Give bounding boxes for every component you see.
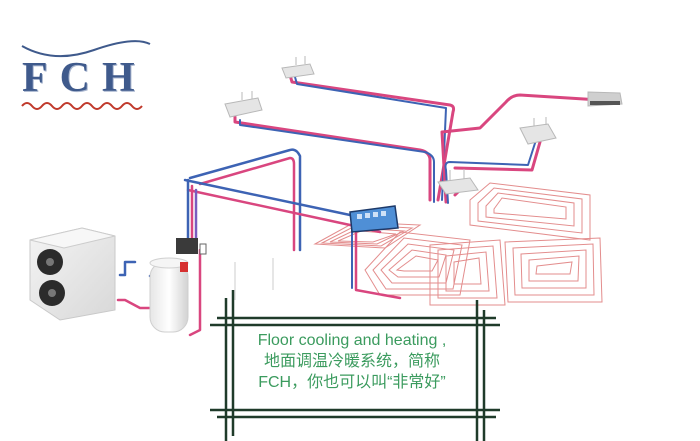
fan-coil-units: [224, 56, 623, 195]
water-tank: [149, 257, 189, 333]
loop-bottom-middle: [429, 239, 506, 306]
logo-text: FCH: [22, 55, 147, 101]
fan-coil-unit-4: [437, 169, 479, 195]
fan-coil-unit-5: [587, 91, 623, 107]
loop-top-right: [469, 182, 591, 241]
loop-bottom-right: [504, 237, 603, 303]
caption-line-chinese-1: 地面调温冷暖系统，简称: [263, 353, 440, 370]
fan-coil-unit-2: [281, 56, 315, 79]
fan-coil-unit-3: [519, 117, 557, 145]
caption-line-english: Floor cooling and heating ,: [257, 332, 447, 349]
fan-coil-unit-1: [224, 91, 263, 118]
heat-pump-unit: [29, 227, 116, 321]
fch-logo: FCH: [14, 40, 154, 112]
pipes: [116, 73, 602, 337]
manifold: [349, 205, 399, 233]
caption-line-chinese-2: FCH，你也可以叫“非常好”: [258, 374, 446, 391]
loop-center: [364, 231, 471, 296]
loop-left: [313, 221, 422, 249]
pump-group: [176, 238, 207, 272]
caption: Floor cooling and heating , 地面调温冷暖系统，简称 …: [232, 330, 472, 393]
caption-frame: [210, 290, 500, 441]
floor-heating-loops: [313, 182, 603, 306]
wall-sensors: [234, 258, 274, 300]
logo-waves-icon: [21, 40, 151, 110]
